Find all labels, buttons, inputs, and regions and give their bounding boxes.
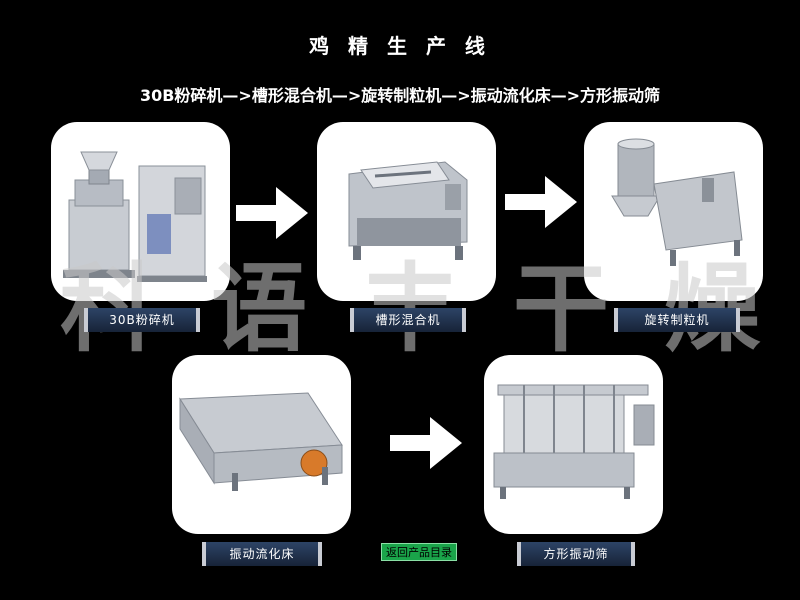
machine-card-crusher <box>51 122 230 301</box>
machine-card-square-vibrating-sieve <box>484 355 663 534</box>
arrow-right-icon <box>236 187 308 239</box>
machine-label-crusher: 30B粉碎机 <box>84 308 200 332</box>
machine-card-trough-mixer <box>317 122 496 301</box>
rotary-granulator-image <box>611 138 743 266</box>
machine-label-square-vibrating-sieve: 方形振动筛 <box>517 542 635 566</box>
machine-card-rotary-granulator <box>584 122 763 301</box>
trough-mixer-image <box>348 161 468 260</box>
square-vibrating-sieve-image <box>493 384 655 499</box>
page-title: 鸡 精 生 产 线 <box>309 34 491 58</box>
vibrating-fluid-bed-image <box>179 392 343 491</box>
machine-card-vibrating-fluid-bed <box>172 355 351 534</box>
crusher-machine-image <box>63 151 207 282</box>
machine-label-rotary-granulator: 旋转制粒机 <box>614 308 740 332</box>
arrow-right-icon <box>505 176 577 228</box>
arrow-right-icon <box>390 417 462 469</box>
process-flow-text: 30B粉碎机—>槽形混合机—>旋转制粒机—>振动流化床—>方形振动筛 <box>139 86 661 105</box>
machine-label-vibrating-fluid-bed: 振动流化床 <box>202 542 322 566</box>
back-to-product-catalog-button[interactable]: 返回产品目录 <box>381 543 457 561</box>
machine-label-trough-mixer: 槽形混合机 <box>350 308 466 332</box>
